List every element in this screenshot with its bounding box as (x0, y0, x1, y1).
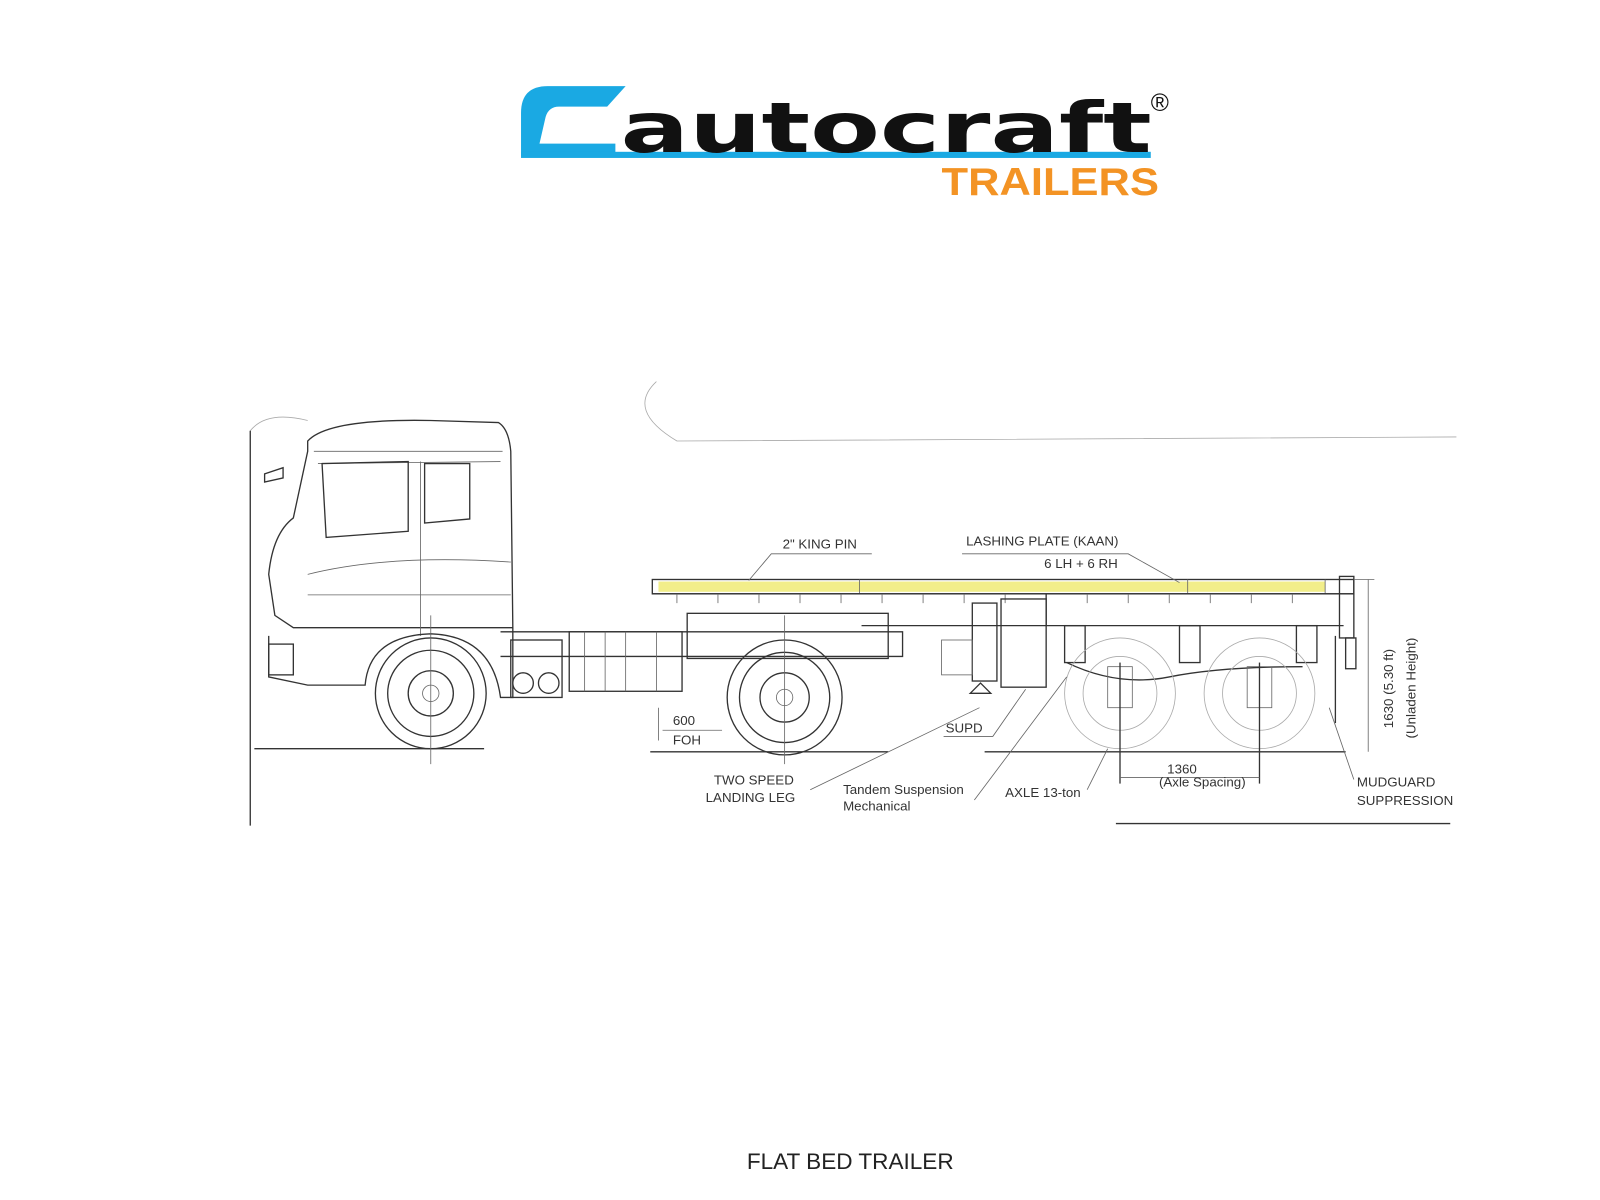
flatbed-trailer (651, 575, 1357, 784)
height-value: 1630 (5.30 ft) (1381, 649, 1396, 728)
axle-label: AXLE 13-ton (1005, 785, 1081, 800)
lashing-plate-label: LASHING PLATE (KAAN) (966, 534, 1118, 549)
autocraft-logo: autocraft ® TRAILERS (521, 86, 1169, 204)
axle-spacing-label: (Axle Spacing) (1159, 775, 1246, 790)
logo-brand-text: autocraft (621, 88, 1152, 169)
lashing-count-label: 6 LH + 6 RH (1044, 556, 1118, 571)
tandem-suspension-label: Tandem Suspension (843, 782, 964, 797)
foh-label: FOH (673, 733, 701, 748)
height-label: (Unladen Height) (1403, 638, 1418, 739)
landing-leg-label-1: TWO SPEED (714, 773, 794, 788)
foh-value: 600 (673, 713, 695, 728)
tandem-suspension-sublabel: Mechanical (843, 798, 910, 813)
logo-subtitle: TRAILERS (942, 161, 1159, 204)
logo-truck-shape (521, 86, 626, 156)
supd-label: SUPD (946, 720, 983, 735)
bed-highlight (658, 581, 1326, 592)
diagram-caption: FLAT BED TRAILER (747, 1149, 954, 1174)
king-pin-label: 2" KING PIN (783, 537, 857, 552)
truck-tractor (263, 419, 904, 765)
logo-registered-mark: ® (1151, 90, 1169, 117)
landing-leg-label-2: LANDING LEG (706, 790, 796, 805)
mudguard-label-2: SUPPRESSION (1357, 793, 1453, 808)
mudguard-label-1: MUDGUARD (1357, 775, 1436, 790)
axle-spacing-value: 1360 (1167, 761, 1197, 776)
